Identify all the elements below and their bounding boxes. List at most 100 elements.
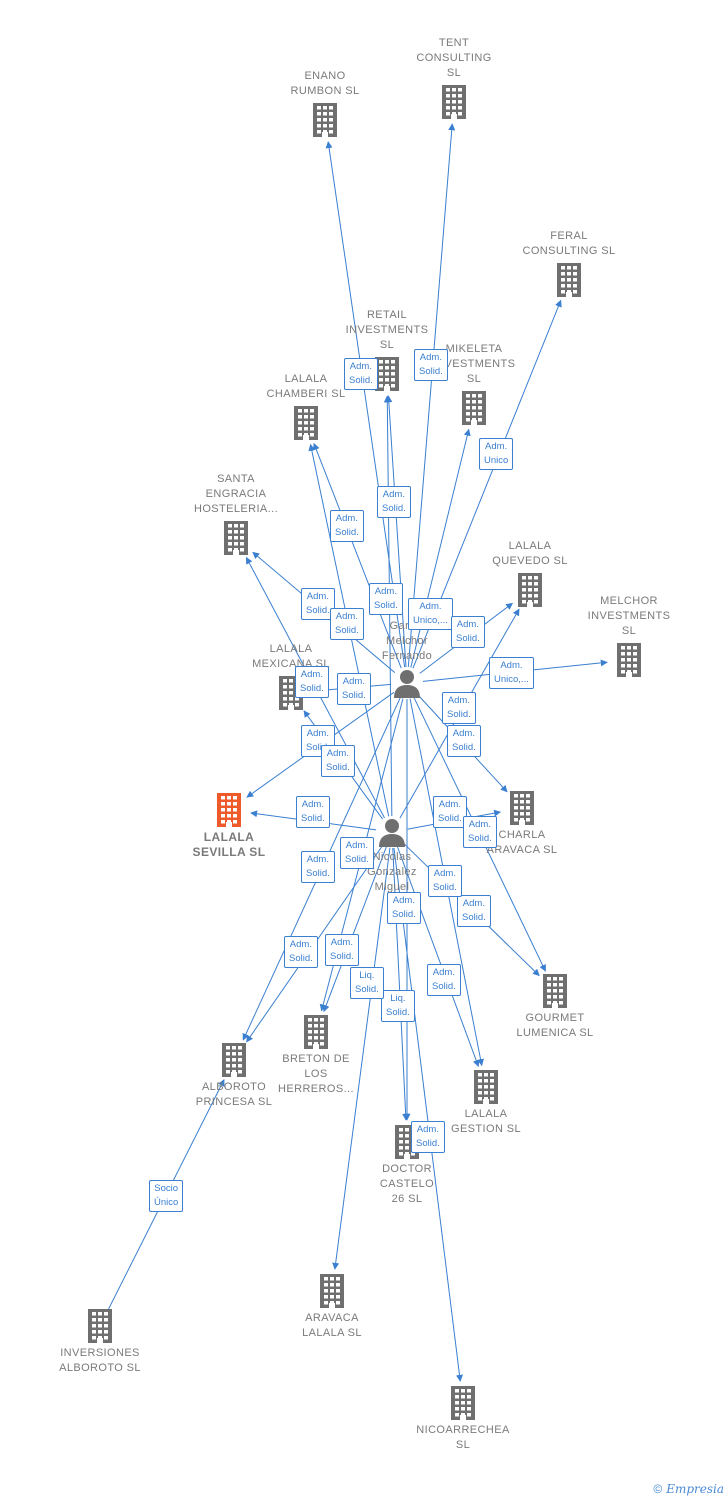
- edge-label[interactable]: Adm. Solid.: [442, 692, 476, 724]
- node-santa[interactable]: SANTA ENGRACIA HOSTELERIA...: [171, 472, 301, 555]
- edge-label[interactable]: Adm. Solid.: [377, 486, 411, 518]
- brand-footer[interactable]: ©Empresia: [653, 1482, 724, 1496]
- edge-label[interactable]: Adm. Solid.: [451, 616, 485, 648]
- node-inversiones[interactable]: INVERSIONES ALBOROTO SL: [35, 1309, 165, 1376]
- node-label: LALALA SEVILLA SL: [192, 830, 266, 859]
- edge-nicolas-breton: [322, 846, 387, 1013]
- building-icon: [320, 1274, 344, 1308]
- edge-label[interactable]: Adm. Solid.: [411, 1121, 445, 1153]
- building-icon: [224, 521, 248, 555]
- building-icon: [617, 643, 641, 677]
- edge-label[interactable]: Adm. Solid.: [340, 837, 374, 869]
- edge-label[interactable]: Adm. Solid.: [330, 608, 364, 640]
- edge-nicolas-gestion: [397, 846, 480, 1068]
- node-breton[interactable]: BRETON DE LOS HERREROS...: [251, 1015, 381, 1097]
- node-sevilla[interactable]: LALALA SEVILLA SL: [164, 793, 294, 860]
- building-icon: [217, 793, 241, 827]
- edge-garcia-chamberi: [312, 442, 402, 669]
- brand-logo: Empresia: [666, 1482, 724, 1496]
- edge-label[interactable]: Liq. Solid.: [381, 990, 415, 1022]
- node-label: DOCTOR CASTELO 26 SL: [379, 1163, 435, 1205]
- person-icon: [379, 819, 405, 847]
- edge-label[interactable]: Adm. Unico,...: [408, 598, 453, 630]
- edge-label[interactable]: Adm. Solid.: [463, 816, 497, 848]
- edge-label[interactable]: Adm. Solid.: [321, 745, 355, 777]
- edge-label[interactable]: Adm. Unico: [479, 438, 514, 470]
- node-gestion[interactable]: LALALA GESTION SL: [421, 1070, 551, 1137]
- node-nicolas[interactable]: Nicolas Gonzalez Miguel: [327, 817, 457, 895]
- node-nicoarrechea[interactable]: NICOARRECHEA SL: [398, 1386, 528, 1453]
- building-icon: [375, 357, 399, 391]
- node-label: LALALA CHAMBERI SL: [266, 373, 346, 400]
- building-icon: [451, 1386, 475, 1420]
- edge-label[interactable]: Adm. Unico,...: [489, 657, 534, 689]
- edge-garcia-enano: [325, 141, 406, 668]
- node-label: FERAL CONSULTING SL: [522, 230, 616, 257]
- node-label: INVERSIONES ALBOROTO SL: [59, 1347, 141, 1374]
- node-charla[interactable]: CHARLA ARAVACA SL: [457, 791, 587, 858]
- node-enano[interactable]: ENANO RUMBON SL: [260, 69, 390, 137]
- edge-nicolas-aravaca: [332, 847, 391, 1270]
- node-label: BRETON DE LOS HERREROS...: [278, 1053, 354, 1095]
- node-label: MIKELETA INVESTMENTS SL: [432, 343, 516, 385]
- edge-label[interactable]: Adm. Solid.: [325, 934, 359, 966]
- node-label: LALALA QUEVEDO SL: [492, 540, 568, 567]
- edge-label[interactable]: Adm. Solid.: [369, 583, 403, 615]
- node-label: MELCHOR INVESTMENTS SL: [587, 595, 671, 637]
- node-label: RETAIL INVESTMENTS SL: [345, 309, 429, 351]
- building-icon: [88, 1309, 112, 1343]
- edge-label[interactable]: Adm. Solid.: [428, 865, 462, 897]
- node-melchor[interactable]: MELCHOR INVESTMENTS SL: [564, 594, 694, 677]
- edge-label[interactable]: Adm. Solid.: [457, 895, 491, 927]
- node-quevedo[interactable]: LALALA QUEVEDO SL: [465, 539, 595, 607]
- edge-garcia-tent: [407, 123, 456, 668]
- node-label: ENANO RUMBON SL: [290, 70, 360, 97]
- node-gourmet[interactable]: GOURMET LUMENICA SL: [490, 974, 620, 1041]
- node-aravaca[interactable]: ARAVACA LALALA SL: [267, 1274, 397, 1341]
- node-mexicana[interactable]: LALALA MEXICANA SL: [226, 642, 356, 710]
- node-label: SANTA ENGRACIA HOSTELERIA...: [193, 473, 279, 515]
- edge-label[interactable]: Adm. Solid.: [330, 510, 364, 542]
- building-icon: [222, 1043, 246, 1077]
- node-garcia[interactable]: Garcia Melchor Fernando: [342, 619, 472, 698]
- edge-label[interactable]: Adm. Solid.: [433, 796, 467, 828]
- edge-garcia-retail: [385, 395, 407, 668]
- edge-label[interactable]: Adm. Solid.: [301, 851, 335, 883]
- node-label: CHARLA ARAVACA SL: [486, 829, 558, 856]
- edge-label[interactable]: Adm. Solid.: [301, 588, 335, 620]
- node-tent[interactable]: TENT CONSULTING SL: [389, 36, 519, 119]
- node-label: TENT CONSULTING SL: [416, 37, 492, 79]
- building-icon: [313, 103, 337, 137]
- building-icon: [557, 263, 581, 297]
- edge-label[interactable]: Adm. Solid.: [414, 349, 448, 381]
- node-retail[interactable]: RETAIL INVESTMENTS SL: [322, 308, 452, 391]
- edge-label[interactable]: Adm. Solid.: [387, 892, 421, 924]
- edge-label[interactable]: Adm. Solid.: [284, 936, 318, 968]
- node-doctor[interactable]: DOCTOR CASTELO 26 SL: [342, 1125, 472, 1207]
- node-alboroto[interactable]: ALBOROTO PRINCESA SL: [169, 1043, 299, 1110]
- edge-label[interactable]: Adm. Solid.: [344, 358, 378, 390]
- node-label: LALALA GESTION SL: [450, 1108, 522, 1135]
- node-label: Nicolas Gonzalez Miguel: [367, 851, 417, 893]
- node-label: LALALA MEXICANA SL: [252, 643, 330, 670]
- node-chamberi[interactable]: LALALA CHAMBERI SL: [241, 372, 371, 440]
- building-icon: [510, 791, 534, 825]
- node-label: Garcia Melchor Fernando: [381, 620, 433, 662]
- building-icon: [543, 974, 567, 1008]
- edge-label[interactable]: Adm. Solid.: [337, 673, 371, 705]
- edge-nicolas-nicoarrechea: [393, 847, 463, 1382]
- edge-label[interactable]: Adm. Solid.: [295, 666, 329, 698]
- edge-label[interactable]: Adm. Solid.: [447, 725, 481, 757]
- node-feral[interactable]: FERAL CONSULTING SL: [504, 229, 634, 297]
- node-mikeleta[interactable]: MIKELETA INVESTMENTS SL: [409, 342, 539, 425]
- edge-label[interactable]: Adm. Solid.: [296, 796, 330, 828]
- building-icon: [442, 85, 466, 119]
- edge-label[interactable]: Liq. Solid.: [350, 967, 384, 999]
- building-icon: [518, 573, 542, 607]
- person-icon: [394, 670, 420, 698]
- node-label: ARAVACA LALALA SL: [302, 1312, 362, 1339]
- edge-label[interactable]: Socio Único: [149, 1180, 184, 1212]
- edge-label[interactable]: Adm. Solid.: [427, 964, 461, 996]
- building-icon: [462, 391, 486, 425]
- building-icon: [294, 406, 318, 440]
